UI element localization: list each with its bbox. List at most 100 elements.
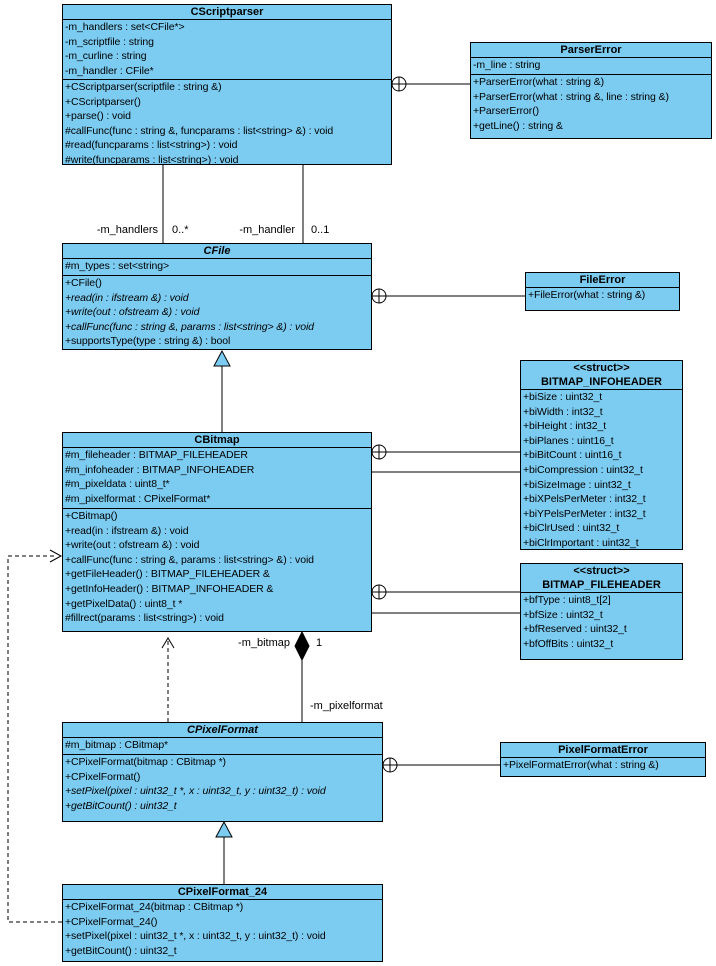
class-title-block: <<struct>> BITMAP_FILEHEADER — [521, 564, 682, 593]
class-title: CFile — [63, 244, 371, 259]
stereotype-label: <<struct>> — [573, 362, 630, 374]
member-row: +biWidth : int32_t — [523, 405, 603, 418]
attributes-compartment: +bfType : uint8_t[2] +bfSize : uint32_t +b… — [521, 593, 682, 659]
inheritance-cpixelformat24-cpixelformat[interactable] — [215, 820, 233, 884]
class-bitmap-fileheader[interactable]: <<struct>> BITMAP_FILEHEADER +bfType : u… — [520, 563, 683, 660]
member-row: +setPixel(pixel : uint32_t *, x : uint32… — [65, 930, 326, 943]
composition-cbitmap-cpixelformat[interactable] — [294, 630, 310, 722]
member-row: #m_pixeldata : uint8_t* — [65, 478, 170, 491]
member-row: +biSizeImage : uint32_t — [523, 478, 631, 491]
multiplicity-label-1: 1 — [316, 637, 323, 649]
class-bitmap-infoheader[interactable]: <<struct>> BITMAP_INFOHEADER +biSize : u… — [520, 360, 683, 550]
member-row: +ParserError(what : string &) — [473, 76, 605, 88]
member-row: +CPixelFormat(bitmap : CBitmap *) — [65, 756, 226, 768]
member-row: +callFunc(func : string &, params : list… — [65, 320, 314, 333]
member-row: #callFunc(func : string &, funcparams : … — [65, 124, 334, 137]
member-row: #read(funcparams : list<string>) : void — [65, 139, 238, 152]
dependency-cpixelformat24-cbitmap[interactable] — [7, 549, 63, 923]
member-row: +CPixelFormat_24(bitmap : CBitmap *) — [65, 901, 244, 913]
member-row: +getBitCount() : uint32_t — [65, 944, 177, 957]
containment-connector-infoheader[interactable] — [371, 444, 520, 460]
inheritance-arrow-icon — [215, 820, 233, 838]
member-row: +CPixelFormat_24() — [65, 915, 158, 928]
member-row: +biSize : uint32_t — [523, 391, 603, 403]
member-row: +getBitCount() : uint32_t — [65, 799, 177, 812]
member-row: #m_infoheader : BITMAP_INFOHEADER — [65, 463, 255, 476]
member-row: +ParserError(what : string &, line : str… — [473, 90, 669, 103]
class-cpixelformat-24[interactable]: CPixelFormat_24 +CPixelFormat_24(bitmap … — [62, 884, 383, 962]
methods-compartment: +CFile() +read(in : ifstream &) : void +wr… — [63, 276, 371, 349]
class-title: CPixelFormat_24 — [63, 885, 382, 900]
member-row: +read(in : ifstream &) : void — [65, 291, 189, 304]
class-cpixelformat[interactable]: CPixelFormat #m_bitmap : CBitmap* +CPixe… — [62, 722, 383, 822]
member-row: +write(out : ofstream &) : void — [65, 306, 200, 319]
containment-connector-fileheader[interactable] — [371, 584, 520, 600]
class-title: PixelFormatError — [501, 743, 705, 758]
composition-diamond-icon — [294, 630, 310, 662]
class-fileerror[interactable]: FileError +FileError(what : string &) — [525, 272, 680, 311]
member-row: #m_pixelformat : CPixelFormat* — [65, 492, 211, 505]
dependency-cpixelformat-cbitmap[interactable] — [161, 637, 175, 722]
class-cbitmap[interactable]: CBitmap #m_fileheader : BITMAP_FILEHEADE… — [62, 432, 372, 632]
member-row: +CBitmap() — [65, 510, 118, 522]
containment-connector-fileerror[interactable] — [371, 288, 525, 304]
class-cfile[interactable]: CFile #m_types : set<string> +CFile() +re… — [62, 243, 372, 350]
member-row: #m_fileheader : BITMAP_FILEHEADER — [65, 449, 248, 461]
inheritance-cbitmap-cfile[interactable] — [213, 349, 231, 432]
dependency-arrow-icon — [161, 637, 175, 649]
class-title: ParserError — [471, 43, 711, 58]
member-row: +biClrUsed : uint32_t — [523, 522, 620, 535]
attributes-compartment: #m_types : set<string> — [63, 259, 371, 276]
member-row: +biPlanes : uint16_t — [523, 434, 614, 447]
member-row: +setPixel(pixel : uint32_t *, x : uint32… — [65, 785, 326, 798]
member-row: #m_bitmap : CBitmap* — [65, 739, 169, 751]
containment-connector-pixelformaterror[interactable] — [382, 757, 500, 773]
class-pixelformaterror[interactable]: PixelFormatError +PixelFormatError(what … — [500, 742, 706, 777]
attributes-compartment: -m_line : string — [471, 58, 711, 75]
member-row: -m_handlers : set<CFile*> — [65, 21, 185, 33]
class-parsererror[interactable]: ParserError -m_line : string +ParserErro… — [470, 42, 712, 139]
member-row: +bfSize : uint32_t — [523, 608, 603, 621]
multiplicity-label-0-star: 0..* — [172, 224, 189, 236]
class-title: CPixelFormat — [63, 723, 382, 738]
member-row: #m_types : set<string> — [65, 260, 170, 272]
member-row: +CFile() — [65, 277, 102, 289]
member-row: #write(funcparams : list<string>) : void — [65, 153, 239, 164]
attributes-compartment: #m_bitmap : CBitmap* — [63, 738, 382, 755]
member-row: +bfType : uint8_t[2] — [523, 594, 611, 606]
role-label-m-handler: -m_handler — [239, 224, 295, 236]
member-row: +FileError(what : string &) — [528, 289, 646, 301]
member-row: +parse() : void — [65, 110, 131, 123]
member-row: +getPixelData() : uint8_t * — [65, 597, 183, 610]
class-title-block: <<struct>> BITMAP_INFOHEADER — [521, 361, 682, 390]
methods-compartment: +CScriptparser(scriptfile : string &)+CS… — [63, 80, 391, 164]
methods-compartment: +PixelFormatError(what : string &) — [501, 758, 705, 776]
member-row: +biClrImportant : uint32_t — [523, 536, 639, 549]
inheritance-arrow-icon — [213, 349, 231, 367]
member-row: +CScriptparser() — [65, 95, 141, 108]
methods-compartment: +FileError(what : string &) — [526, 288, 679, 310]
member-row: +read(in : ifstream &) : void — [65, 524, 189, 537]
role-label-m-pixelformat: -m_pixelformat — [310, 700, 383, 712]
member-row: +callFunc(func : string &, params : list… — [65, 553, 314, 566]
member-row: +biCompression : uint32_t — [523, 463, 643, 476]
class-cscriptparser[interactable]: CScriptparser -m_handlers : set<CFile*>-… — [62, 4, 392, 165]
member-row: #fillrect(params : list<string>) : void — [65, 612, 224, 625]
attributes-compartment: -m_handlers : set<CFile*>-m_scriptfile :… — [63, 20, 391, 80]
containment-connector-parsererror[interactable] — [391, 76, 470, 92]
member-row: +PixelFormatError(what : string &) — [503, 759, 659, 771]
dependency-arrow-icon — [49, 549, 63, 563]
member-row: -m_handler : CFile* — [65, 64, 154, 77]
attributes-compartment: +biSize : uint32_t +biWidth : int32_t +biH… — [521, 390, 682, 549]
class-title: BITMAP_INFOHEADER — [540, 376, 662, 388]
member-row: +biYPelsPerMeter : int32_t — [523, 507, 646, 520]
member-row: +biHeight : int32_t — [523, 420, 607, 433]
member-row: +write(out : ofstream &) : void — [65, 539, 200, 552]
class-title: FileError — [526, 273, 679, 288]
member-row: +bfOffBits : uint32_t — [523, 637, 614, 650]
multiplicity-label-0-1: 0..1 — [311, 224, 330, 236]
member-row: +bfReserved : uint32_t — [523, 623, 627, 636]
member-row: +CPixelFormat() — [65, 770, 141, 783]
